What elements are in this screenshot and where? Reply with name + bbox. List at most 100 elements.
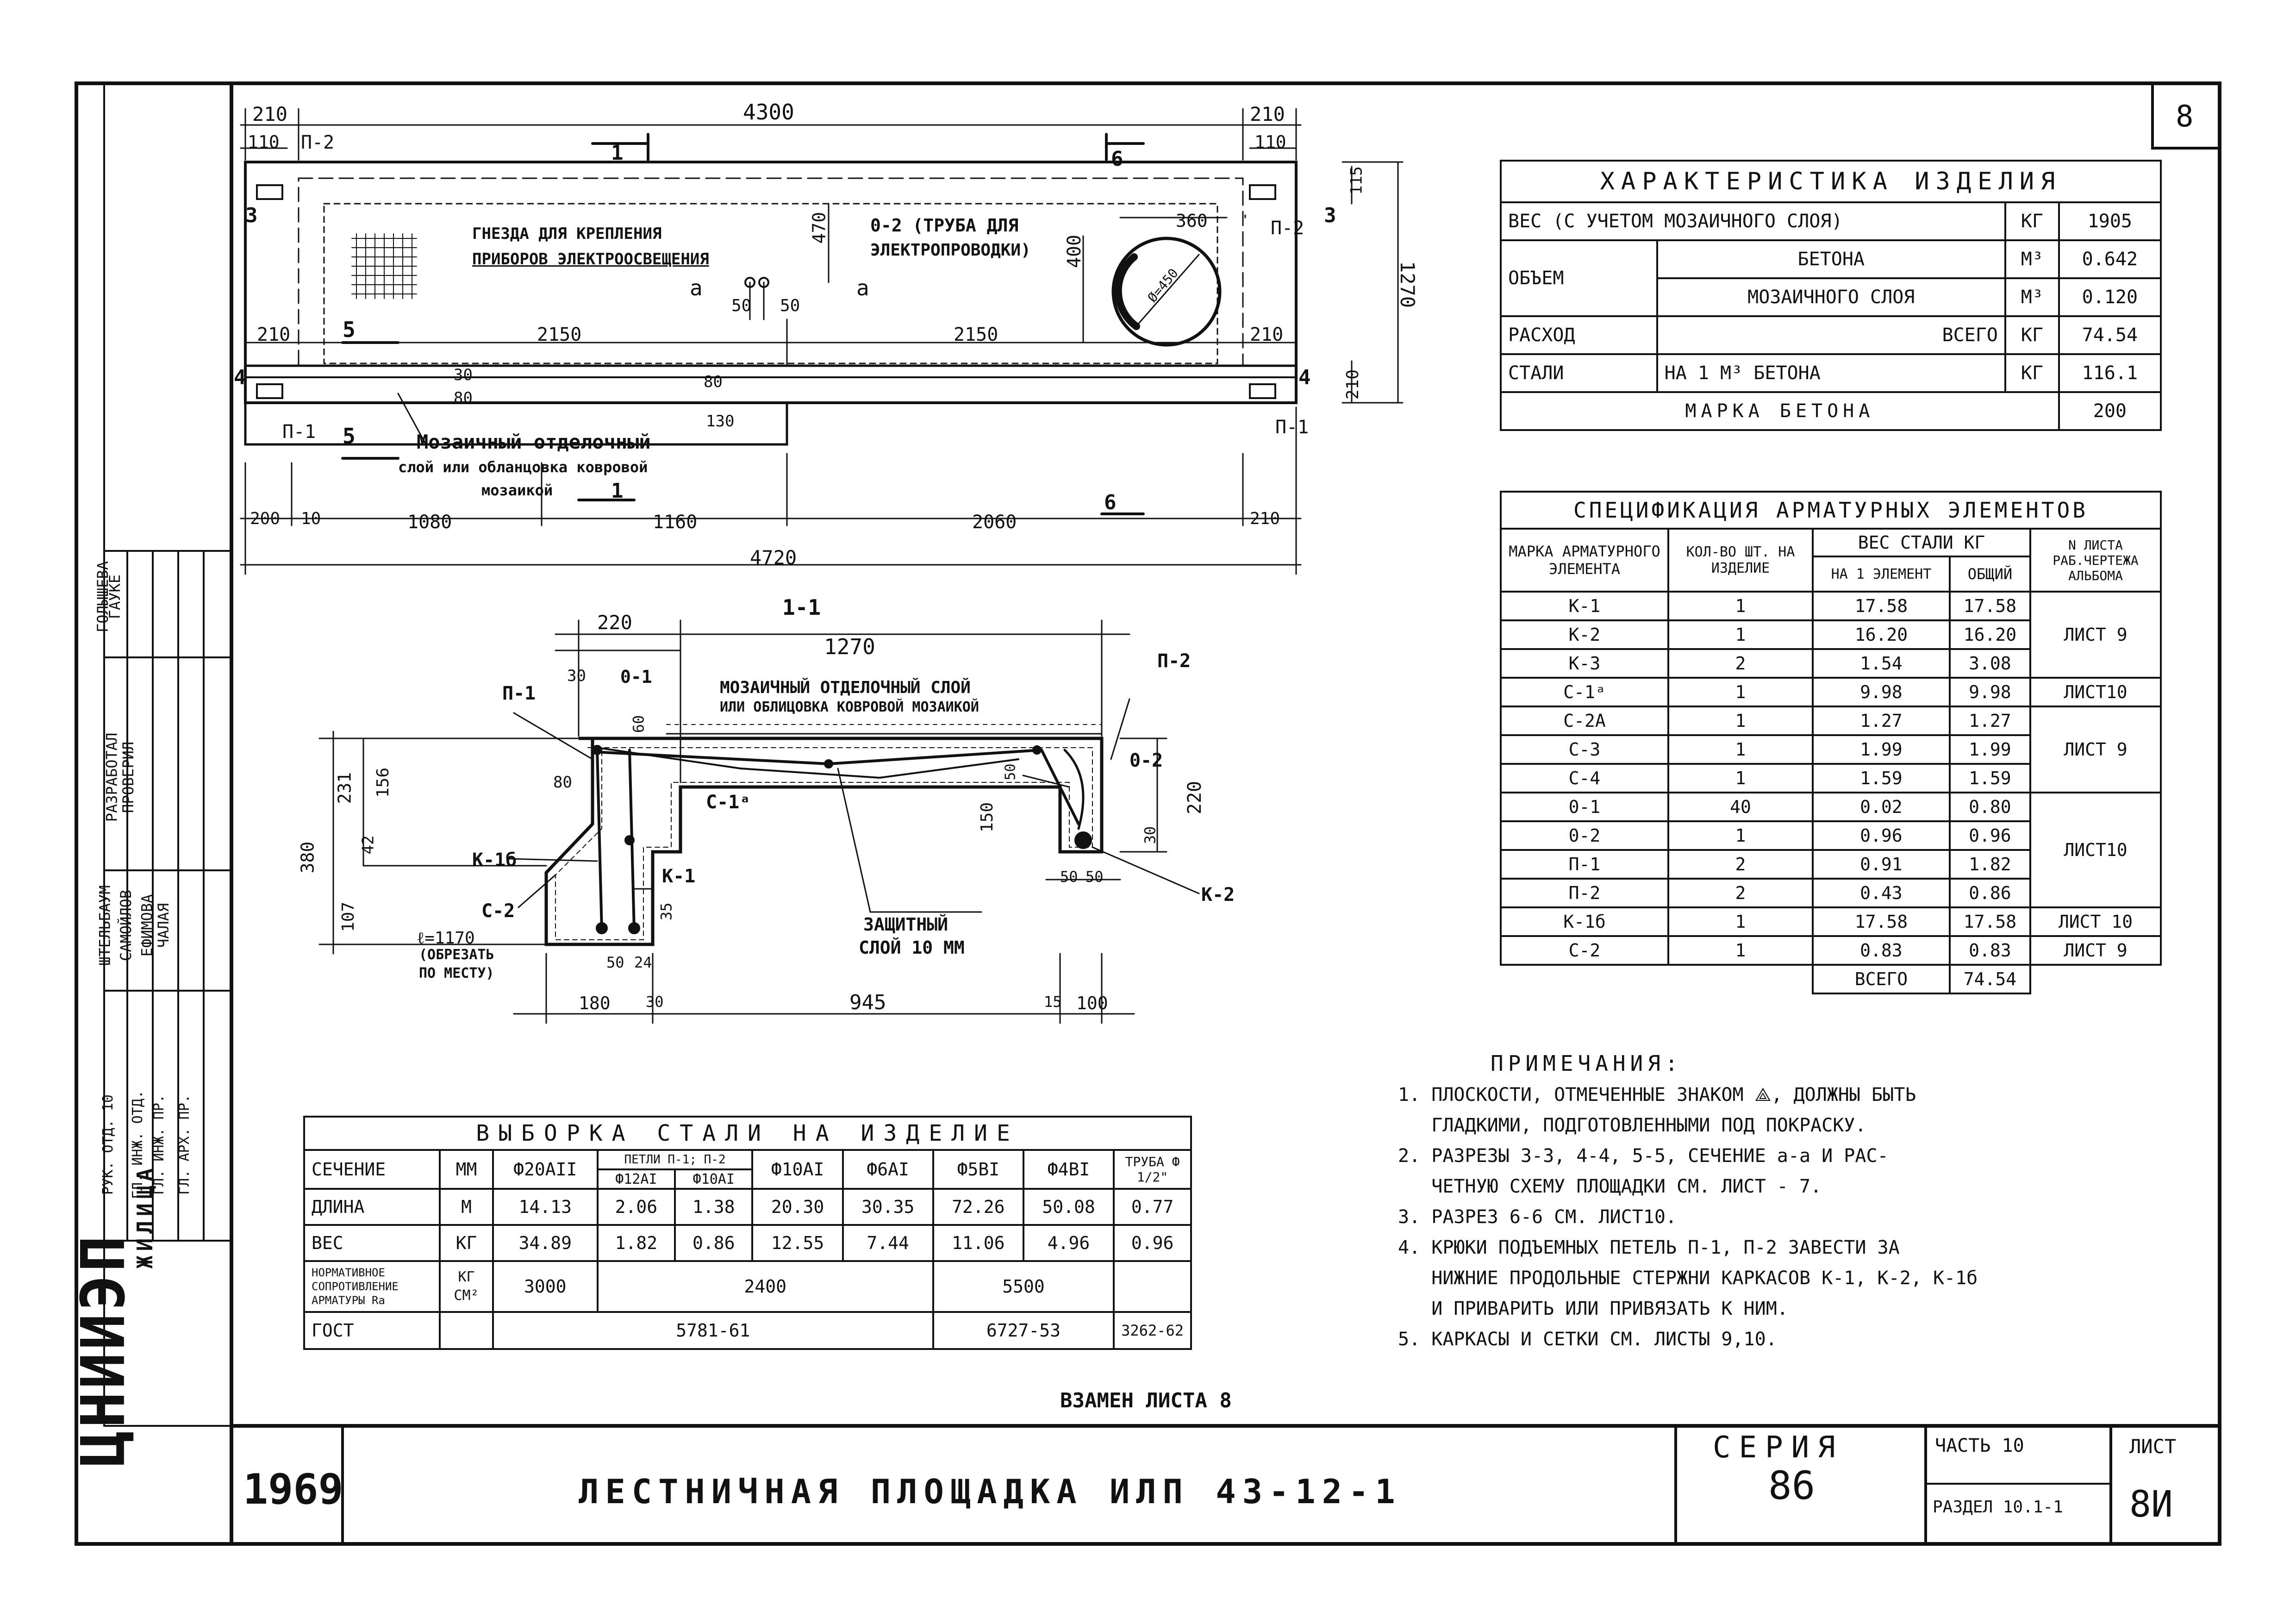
spec-sheet: ЛИСТ 9 xyxy=(2029,706,2162,793)
steel-norm-value: 5500 xyxy=(932,1260,1115,1313)
section-dim-150: 150 xyxy=(978,802,997,833)
characteristic-table: ХАРАКТЕРИСТИКА ИЗДЕЛИЯ ВЕС (С УЧЕТОМ МОЗ… xyxy=(1500,160,2162,431)
spec-total: 3.08 xyxy=(1948,648,2032,679)
spec-total: 17.58 xyxy=(1948,906,2032,937)
section-label-l: ℓ=1170 xyxy=(417,929,475,948)
steel-length-label: ДЛИНА xyxy=(303,1188,441,1226)
plan-dim-10: 10 xyxy=(301,509,321,528)
steel-weight-label: ВЕС xyxy=(303,1224,441,1262)
stamp-name-2: ГАУКЕ xyxy=(106,574,124,619)
spec-per: 0.83 xyxy=(1812,935,1951,966)
characteristic-grade-label: МАРКА БЕТОНА xyxy=(1500,391,2060,431)
section-label-o1: 0-1 xyxy=(620,667,652,687)
spec-total: 1.59 xyxy=(1948,763,2032,793)
section-dim-60: 60 xyxy=(630,715,648,733)
plan-dim-400: 400 xyxy=(1064,234,1086,269)
characteristic-mosaic-unit: М³ xyxy=(2004,277,2060,317)
section-dim-380: 380 xyxy=(297,841,318,874)
section-title: 1-1 xyxy=(782,595,821,620)
section-dim-1270: 1270 xyxy=(824,634,875,659)
plan-dim-110-left: 110 xyxy=(248,132,280,152)
spec-qty: 40 xyxy=(1667,792,1814,822)
characteristic-steel-per-unit: КГ xyxy=(2004,353,2060,393)
section-label-k1b: К-1б xyxy=(472,849,517,871)
note-line: 3. РАЗРЕЗ 6-6 СМ. ЛИСТ10. xyxy=(1398,1206,1677,1228)
spec-qty: 1 xyxy=(1667,734,1814,765)
plan-dim-80a: 80 xyxy=(454,389,473,407)
steel-length-unit: М xyxy=(439,1188,494,1226)
spec-total: 9.98 xyxy=(1948,677,2032,707)
spec-row: К-3 2 1.54 3.08 xyxy=(1500,648,2161,679)
spec-qty: 1 xyxy=(1667,763,1814,793)
section-dim-156: 156 xyxy=(374,767,393,798)
spec-per: 16.20 xyxy=(1812,619,1951,650)
steel-norm-unit: КГ СМ² xyxy=(439,1260,494,1313)
steel-gost-value: 5781-61 xyxy=(492,1311,934,1350)
spec-mark: К-3 xyxy=(1500,648,1669,679)
spec-qty: 2 xyxy=(1667,878,1814,908)
plan-section-3-left: 3 xyxy=(245,204,258,227)
spec-total: 1.27 xyxy=(1948,706,2032,736)
spec-total: 17.58 xyxy=(1948,591,2032,621)
stamp-role-2: ПРОВЕРИЛ xyxy=(119,741,137,813)
spec-per: 17.58 xyxy=(1812,591,1951,621)
steel-length-value: 20.30 xyxy=(751,1188,844,1226)
spec-row: К-1б 1 17.58 17.58 ЛИСТ 10 xyxy=(1500,906,2162,937)
plan-dim-2150-left: 2150 xyxy=(537,324,582,345)
spec-sheet: ЛИСТ 10 xyxy=(2029,906,2162,937)
plan-section-4-right: 4 xyxy=(1298,366,1311,389)
section-label-c2: С-2 xyxy=(481,900,515,922)
spec-row: С-2 1 0.83 0.83 ЛИСТ 9 xyxy=(1500,935,2162,966)
spec-header-weight: ВЕС СТАЛИ КГ xyxy=(1812,528,2031,557)
steel-header-section: СЕЧЕНИЕ xyxy=(303,1149,441,1190)
spec-per: 0.43 xyxy=(1812,878,1951,908)
plan-dim-360: 360 xyxy=(1176,211,1208,231)
plan-dim-2150-right: 2150 xyxy=(954,324,998,345)
spec-qty: 2 xyxy=(1667,648,1814,679)
stamp-name: САМОЙЛОВ xyxy=(117,889,135,962)
spec-header-qty: КОЛ-ВО ШТ. НА ИЗДЕЛИЕ xyxy=(1667,528,1814,593)
plan-dim-50b: 50 xyxy=(780,296,800,315)
section-dim-945: 945 xyxy=(849,991,886,1014)
section-dim-50c: 50 xyxy=(606,954,624,971)
replace-note: ВЗАМЕН ЛИСТА 8 xyxy=(1060,1389,1232,1412)
steel-length-value: 30.35 xyxy=(842,1188,934,1226)
spec-row: 0-2 1 0.96 0.96 xyxy=(1500,820,2161,851)
section-dim-35: 35 xyxy=(657,902,675,921)
section-dim-30: 30 xyxy=(567,667,586,685)
steel-header-d20: Ф20АII xyxy=(492,1149,599,1190)
page-number: 8 xyxy=(2176,100,2194,134)
characteristic-steel-total-value: 74.54 xyxy=(2058,315,2162,355)
spec-per: 1.27 xyxy=(1812,706,1951,736)
notes-title: ПРИМЕЧАНИЯ: xyxy=(1491,1051,1683,1076)
title-sheet-value: 8И xyxy=(2129,1484,2173,1525)
plan-label-p1-left: П-1 xyxy=(282,421,316,443)
steel-weight-value: 4.96 xyxy=(1022,1224,1115,1262)
steel-norm-value: 2400 xyxy=(596,1260,934,1313)
plan-dim-80b: 80 xyxy=(704,373,723,391)
title-year: 1969 xyxy=(243,1465,343,1514)
spec-qty: 1 xyxy=(1667,906,1814,937)
characteristic-mosaic-label: МОЗАИЧНОГО СЛОЯ xyxy=(1656,277,2006,317)
section-cut-2: ПО МЕСТУ) xyxy=(419,965,494,981)
plan-dim-130: 130 xyxy=(706,412,735,431)
characteristic-title: ХАРАКТЕРИСТИКА ИЗДЕЛИЯ xyxy=(1500,160,2162,203)
steel-title: ВЫБОРКА СТАЛИ НА ИЗДЕЛИЕ xyxy=(303,1116,1192,1151)
section-dim-80: 80 xyxy=(553,773,572,792)
steel-length-value: 14.13 xyxy=(492,1188,599,1226)
spec-header-mark: МАРКА АРМАТУРНОГО ЭЛЕМЕНТА xyxy=(1500,528,1669,593)
plan-dim-210-bottom: 210 xyxy=(1250,509,1280,528)
spec-total: 1.99 xyxy=(1948,734,2032,765)
stamp-role: РУК. ОТД. 10 xyxy=(100,1094,116,1195)
plan-dim-50a: 50 xyxy=(731,296,752,315)
section-dim-50v: 50 xyxy=(1002,763,1019,781)
steel-length-value: 72.26 xyxy=(932,1188,1024,1226)
spec-header-sheet: N ЛИСТА РАБ.ЧЕРТЕЖА АЛЬБОМА xyxy=(2029,528,2162,593)
spec-qty: 1 xyxy=(1667,677,1814,707)
spec-mark: С-4 xyxy=(1500,763,1669,793)
plan-section-3-right: 3 xyxy=(1324,204,1336,227)
steel-header-d5: Ф5ВI xyxy=(932,1149,1024,1190)
plan-dim-210-right: 210 xyxy=(1250,103,1285,125)
